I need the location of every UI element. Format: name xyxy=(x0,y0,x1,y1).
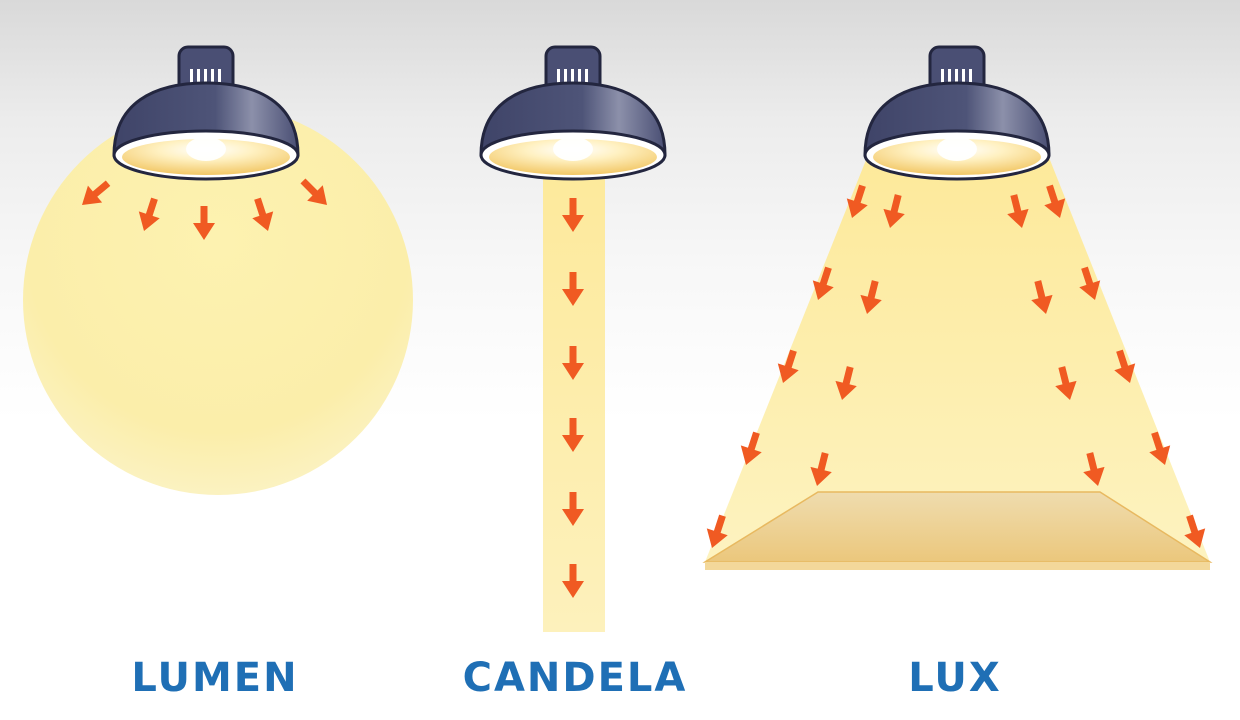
lumen-panel xyxy=(23,45,413,495)
pendant-lamp-icon xyxy=(863,45,1051,181)
lux-label: LUX xyxy=(908,655,1002,701)
lux-panel xyxy=(701,45,1213,570)
candela-label: CANDELA xyxy=(462,655,688,701)
pendant-lamp-icon xyxy=(479,45,667,181)
lumen-label: LUMEN xyxy=(131,655,299,701)
lux-light-cone xyxy=(705,155,1210,562)
candela-panel xyxy=(479,45,667,632)
pendant-lamp-icon xyxy=(112,45,300,181)
lux-surface-edge xyxy=(705,562,1210,570)
